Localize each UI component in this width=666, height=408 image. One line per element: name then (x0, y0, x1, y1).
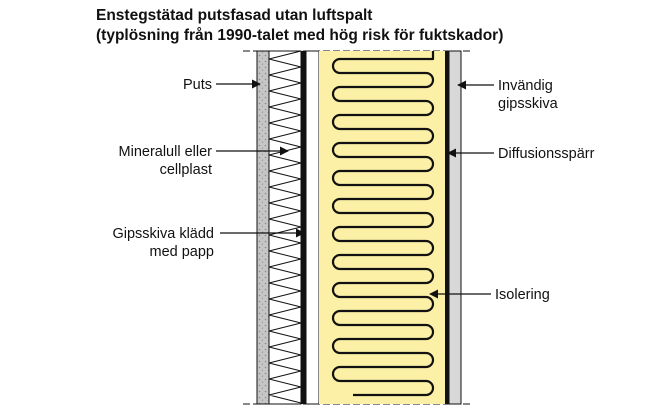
plaster-layer (256, 50, 270, 405)
gypsum-paper-layer (301, 51, 306, 404)
label-isolering-text: Isolering (495, 287, 550, 303)
label-gipsskiva: Gipsskiva klädd med papp (76, 225, 214, 261)
insulation-coil (331, 51, 435, 397)
label-invandig-line1: Invändig (498, 78, 553, 94)
diagram-title: Enstegstätad putsfasad utan luftspalt (t… (96, 6, 503, 46)
label-puts-text: Puts (182, 77, 212, 93)
label-invandig-gipsskiva: Invändig gipsskiva (498, 77, 618, 113)
label-diffusionsparr: Diffusionsspärr (498, 145, 638, 163)
title-line-1: Enstegstätad putsfasad utan luftspalt (96, 7, 373, 24)
label-puts: Puts (150, 76, 212, 94)
label-isolering: Isolering (495, 286, 615, 304)
label-mineralull: Mineralull eller cellplast (80, 143, 212, 179)
interior-gypsum-layer (448, 50, 462, 405)
label-diffusionsparr-text: Diffusionsspärr (498, 146, 595, 162)
label-gipsskiva-line2: med papp (149, 244, 215, 260)
title-line-2: (typlösning från 1990-talet med hög risk… (96, 27, 504, 44)
stud-gap-layer (305, 50, 320, 405)
label-mineralull-line2: cellplast (159, 162, 212, 178)
label-invandig-line2: gipsskiva (498, 96, 558, 112)
vapour-barrier-layer (445, 51, 449, 404)
label-gipsskiva-line1: Gipsskiva klädd (112, 226, 214, 242)
label-mineralull-line1: Mineralull eller (118, 144, 212, 160)
